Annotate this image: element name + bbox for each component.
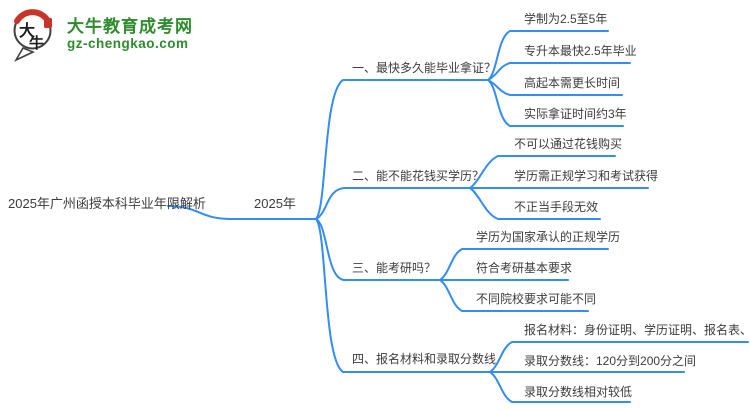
bull-char-bottom: 牛 — [29, 34, 44, 52]
connector-branch-1 — [315, 79, 489, 220]
center-node: 2025年 — [254, 196, 296, 211]
speech-bubble-tail — [14, 47, 36, 62]
leaf-1-3: 高起本需更长时间 — [524, 76, 621, 90]
connector-1-4 — [487, 79, 624, 127]
leaf-4-3: 录取分数线相对较低 — [524, 385, 633, 399]
logo-site-name: 大牛教育成考网 — [67, 16, 193, 36]
connector-branch-3 — [315, 218, 441, 281]
leaf-3-3: 不同院校要求可能不同 — [476, 292, 597, 306]
connector-2-1 — [469, 155, 616, 189]
leaf-2-1: 不可以通过花钱购买 — [514, 137, 623, 151]
connector-root-center — [167, 205, 317, 220]
bull-speech-bubble-icon: 大 牛 — [13, 9, 52, 62]
red-beret-arc — [14, 9, 51, 24]
connector-branch-4 — [315, 218, 491, 373]
leaf-3-1: 学历为国家承认的正规学历 — [476, 230, 621, 244]
connector-3-3 — [439, 279, 589, 312]
leaf-1-2: 专升本最快2.5年毕业 — [524, 44, 637, 58]
connector-1-2 — [487, 62, 631, 81]
leaf-1-1: 学制为2.5至5年 — [524, 12, 608, 26]
bull-char-top: 大 — [19, 21, 35, 40]
connector-2-3 — [469, 187, 601, 220]
connector-4-3 — [489, 371, 631, 403]
site-logo[interactable]: 大 牛 大牛教育成考网 gz-chengkao.com — [8, 8, 218, 62]
connector-branch-2 — [315, 187, 471, 220]
logo-site-domain: gz-chengkao.com — [67, 35, 189, 51]
root-node: 2025年广州函授本科毕业年限解析 — [8, 196, 206, 211]
connector-1-1 — [487, 30, 609, 81]
branch-3-label: 三、能考研吗？ — [352, 261, 437, 275]
connector-3-1 — [439, 248, 609, 281]
leaf-4-2: 录取分数线：120分到200分之间 — [524, 354, 697, 368]
red-seal-stamp — [44, 18, 52, 28]
connector-4-1 — [489, 341, 749, 373]
leaf-4-1: 报名材料：身份证明、学历证明、报名表、照片 — [524, 323, 750, 337]
branch-1-label: 一、最快多久能毕业拿证？ — [352, 61, 497, 75]
leaf-2-3: 不正当手段无效 — [514, 200, 599, 214]
branch-4-label: 四、报名材料和录取分数线 — [352, 352, 497, 366]
leaf-1-4: 实际拿证时间约3年 — [524, 107, 627, 121]
leaf-3-2: 符合考研基本要求 — [476, 261, 573, 275]
leaf-2-2: 学历需正规学习和考试获得 — [514, 169, 659, 183]
branch-2-label: 二、能不能花钱买学历？ — [352, 169, 485, 183]
